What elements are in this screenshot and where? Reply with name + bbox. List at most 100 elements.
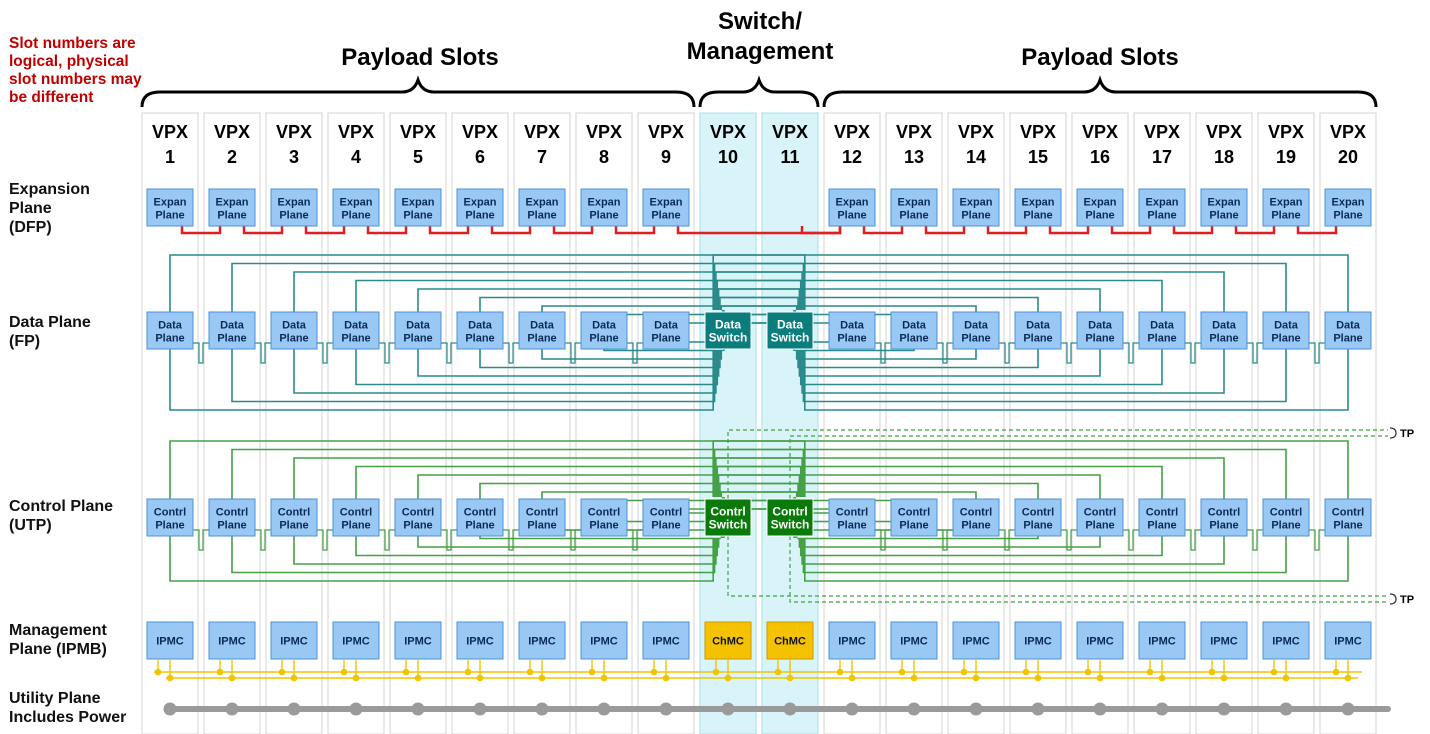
- expansion-plane-box-17-bg: [1138, 188, 1186, 227]
- data-plane-box-2-bg: [208, 311, 256, 350]
- expansion-plane-box-4-line1: Expan: [339, 197, 372, 209]
- slot-number-11: 11: [780, 147, 799, 167]
- data-link-top: [717, 288, 1101, 312]
- control-plane-box-19-line2: Plane: [1271, 520, 1300, 532]
- control-plane-box-2-line1: Contrl: [216, 507, 248, 519]
- expansion-plane-box-8-line1: Expan: [587, 197, 620, 209]
- data-switch-11-bg: [766, 311, 814, 350]
- control-plane-box-20-bg: [1324, 498, 1372, 537]
- ipmb-node-a-15: [1022, 668, 1030, 676]
- expansion-plane-box-6-line2: Plane: [465, 210, 494, 222]
- ipmb-node-b-16: [1096, 674, 1104, 682]
- ipmb-node-a-10: [712, 668, 720, 676]
- control-link-bottom: [169, 536, 714, 582]
- expansion-plane-box-16-line1: Expan: [1083, 197, 1116, 209]
- power-node-10: [721, 702, 735, 716]
- control-link-bottom: [417, 536, 720, 548]
- expansion-link: [304, 226, 346, 235]
- expansion-plane-box-2-line1: Expan: [215, 197, 248, 209]
- slot-number-16: 16: [1090, 147, 1110, 167]
- ipmc-box-8: IPMC: [580, 621, 628, 660]
- data-neighbor-link: [999, 342, 1015, 364]
- slot-label-19: VPX: [1268, 122, 1304, 142]
- data-plane-box-2-line1: Data: [220, 320, 245, 332]
- ipmc-box-15-bg: [1014, 621, 1062, 660]
- ipmc-box-1-text: IPMC: [156, 636, 184, 648]
- ipmc-box-18: IPMC: [1200, 621, 1248, 660]
- expansion-plane-box-12-bg: [828, 188, 876, 227]
- data-plane-box-19-line2: Plane: [1271, 333, 1300, 345]
- control-link-top: [417, 474, 801, 499]
- control-neighbor-link: [875, 529, 891, 551]
- data-plane-box-13-bg: [890, 311, 938, 350]
- data-neighbor-link: [379, 342, 395, 364]
- data-link-top: [719, 296, 1039, 312]
- expansion-plane-box-7-line1: Expan: [525, 197, 558, 209]
- data-link-top: [712, 254, 1349, 312]
- ipmb-node-b-7: [538, 674, 546, 682]
- expansion-plane-box-13-bg: [890, 188, 938, 227]
- ipmb-node-a-7: [526, 668, 534, 676]
- slot-label-12: VPX: [834, 122, 870, 142]
- control-switch-10-bg: [704, 498, 752, 537]
- ipmc-box-20: IPMC: [1324, 621, 1372, 660]
- control-neighbor-link: [999, 529, 1015, 551]
- ipmc-box-9-bg: [642, 621, 690, 660]
- control-switch-11-line1: Contrl: [772, 505, 807, 519]
- power-node-7: [535, 702, 549, 716]
- data-plane-box-14-bg: [952, 311, 1000, 350]
- ipmb-node-a-19: [1270, 668, 1278, 676]
- data-plane-box-15-bg: [1014, 311, 1062, 350]
- slot-label-14: VPX: [958, 122, 994, 142]
- chmc-box-10: ChMC: [704, 621, 752, 660]
- ipmb-node-b-3: [290, 674, 298, 682]
- data-plane-box-16-line1: Data: [1088, 320, 1113, 332]
- control-plane-box-12-bg: [828, 498, 876, 537]
- expansion-plane-box-16-line2: Plane: [1085, 210, 1114, 222]
- chmc-box-11-text: ChMC: [774, 636, 806, 648]
- data-neighbor-link: [627, 342, 643, 364]
- control-switch-11-line2: Switch: [771, 518, 810, 532]
- ipmc-box-3-text: IPMC: [280, 636, 308, 648]
- ipmc-box-13-text: IPMC: [900, 636, 928, 648]
- expansion-plane-box-20-line2: Plane: [1333, 210, 1362, 222]
- expansion-link: [614, 226, 656, 235]
- control-switch-10-line2: Switch: [709, 518, 748, 532]
- data-neighbor-link: [255, 342, 271, 364]
- data-link-bottom: [802, 349, 1287, 403]
- ipmb-node-b-19: [1282, 674, 1290, 682]
- control-plane-box-6-line2: Plane: [465, 520, 494, 532]
- control-neighbor-link: [441, 529, 457, 551]
- ipmc-box-15: IPMC: [1014, 621, 1062, 660]
- ipmc-box-2: IPMC: [208, 621, 256, 660]
- data-plane-box-12-line1: Data: [840, 320, 865, 332]
- slot-number-10: 10: [718, 147, 738, 167]
- ipmb-node-a-20: [1332, 668, 1340, 676]
- slot-number-12: 12: [842, 147, 862, 167]
- control-link-bottom: [801, 536, 1225, 565]
- data-link-bottom: [801, 349, 1225, 394]
- expansion-plane-box-7-line2: Plane: [527, 210, 556, 222]
- control-plane-box-13-line2: Plane: [899, 520, 928, 532]
- utility-plane-label: Utility Plane Includes Power: [9, 690, 127, 726]
- expansion-plane-box-5-line2: Plane: [403, 210, 432, 222]
- control-plane-box-5-bg: [394, 498, 442, 537]
- power-node-16: [1093, 702, 1107, 716]
- expansion-plane-box-20-bg: [1324, 188, 1372, 227]
- slot-number-19: 19: [1276, 147, 1296, 167]
- expansion-plane-box-9-bg: [642, 188, 690, 227]
- expansion-plane-box-18-line1: Expan: [1207, 197, 1240, 209]
- data-neighbor-link: [503, 342, 519, 364]
- ipmc-box-13: IPMC: [890, 621, 938, 660]
